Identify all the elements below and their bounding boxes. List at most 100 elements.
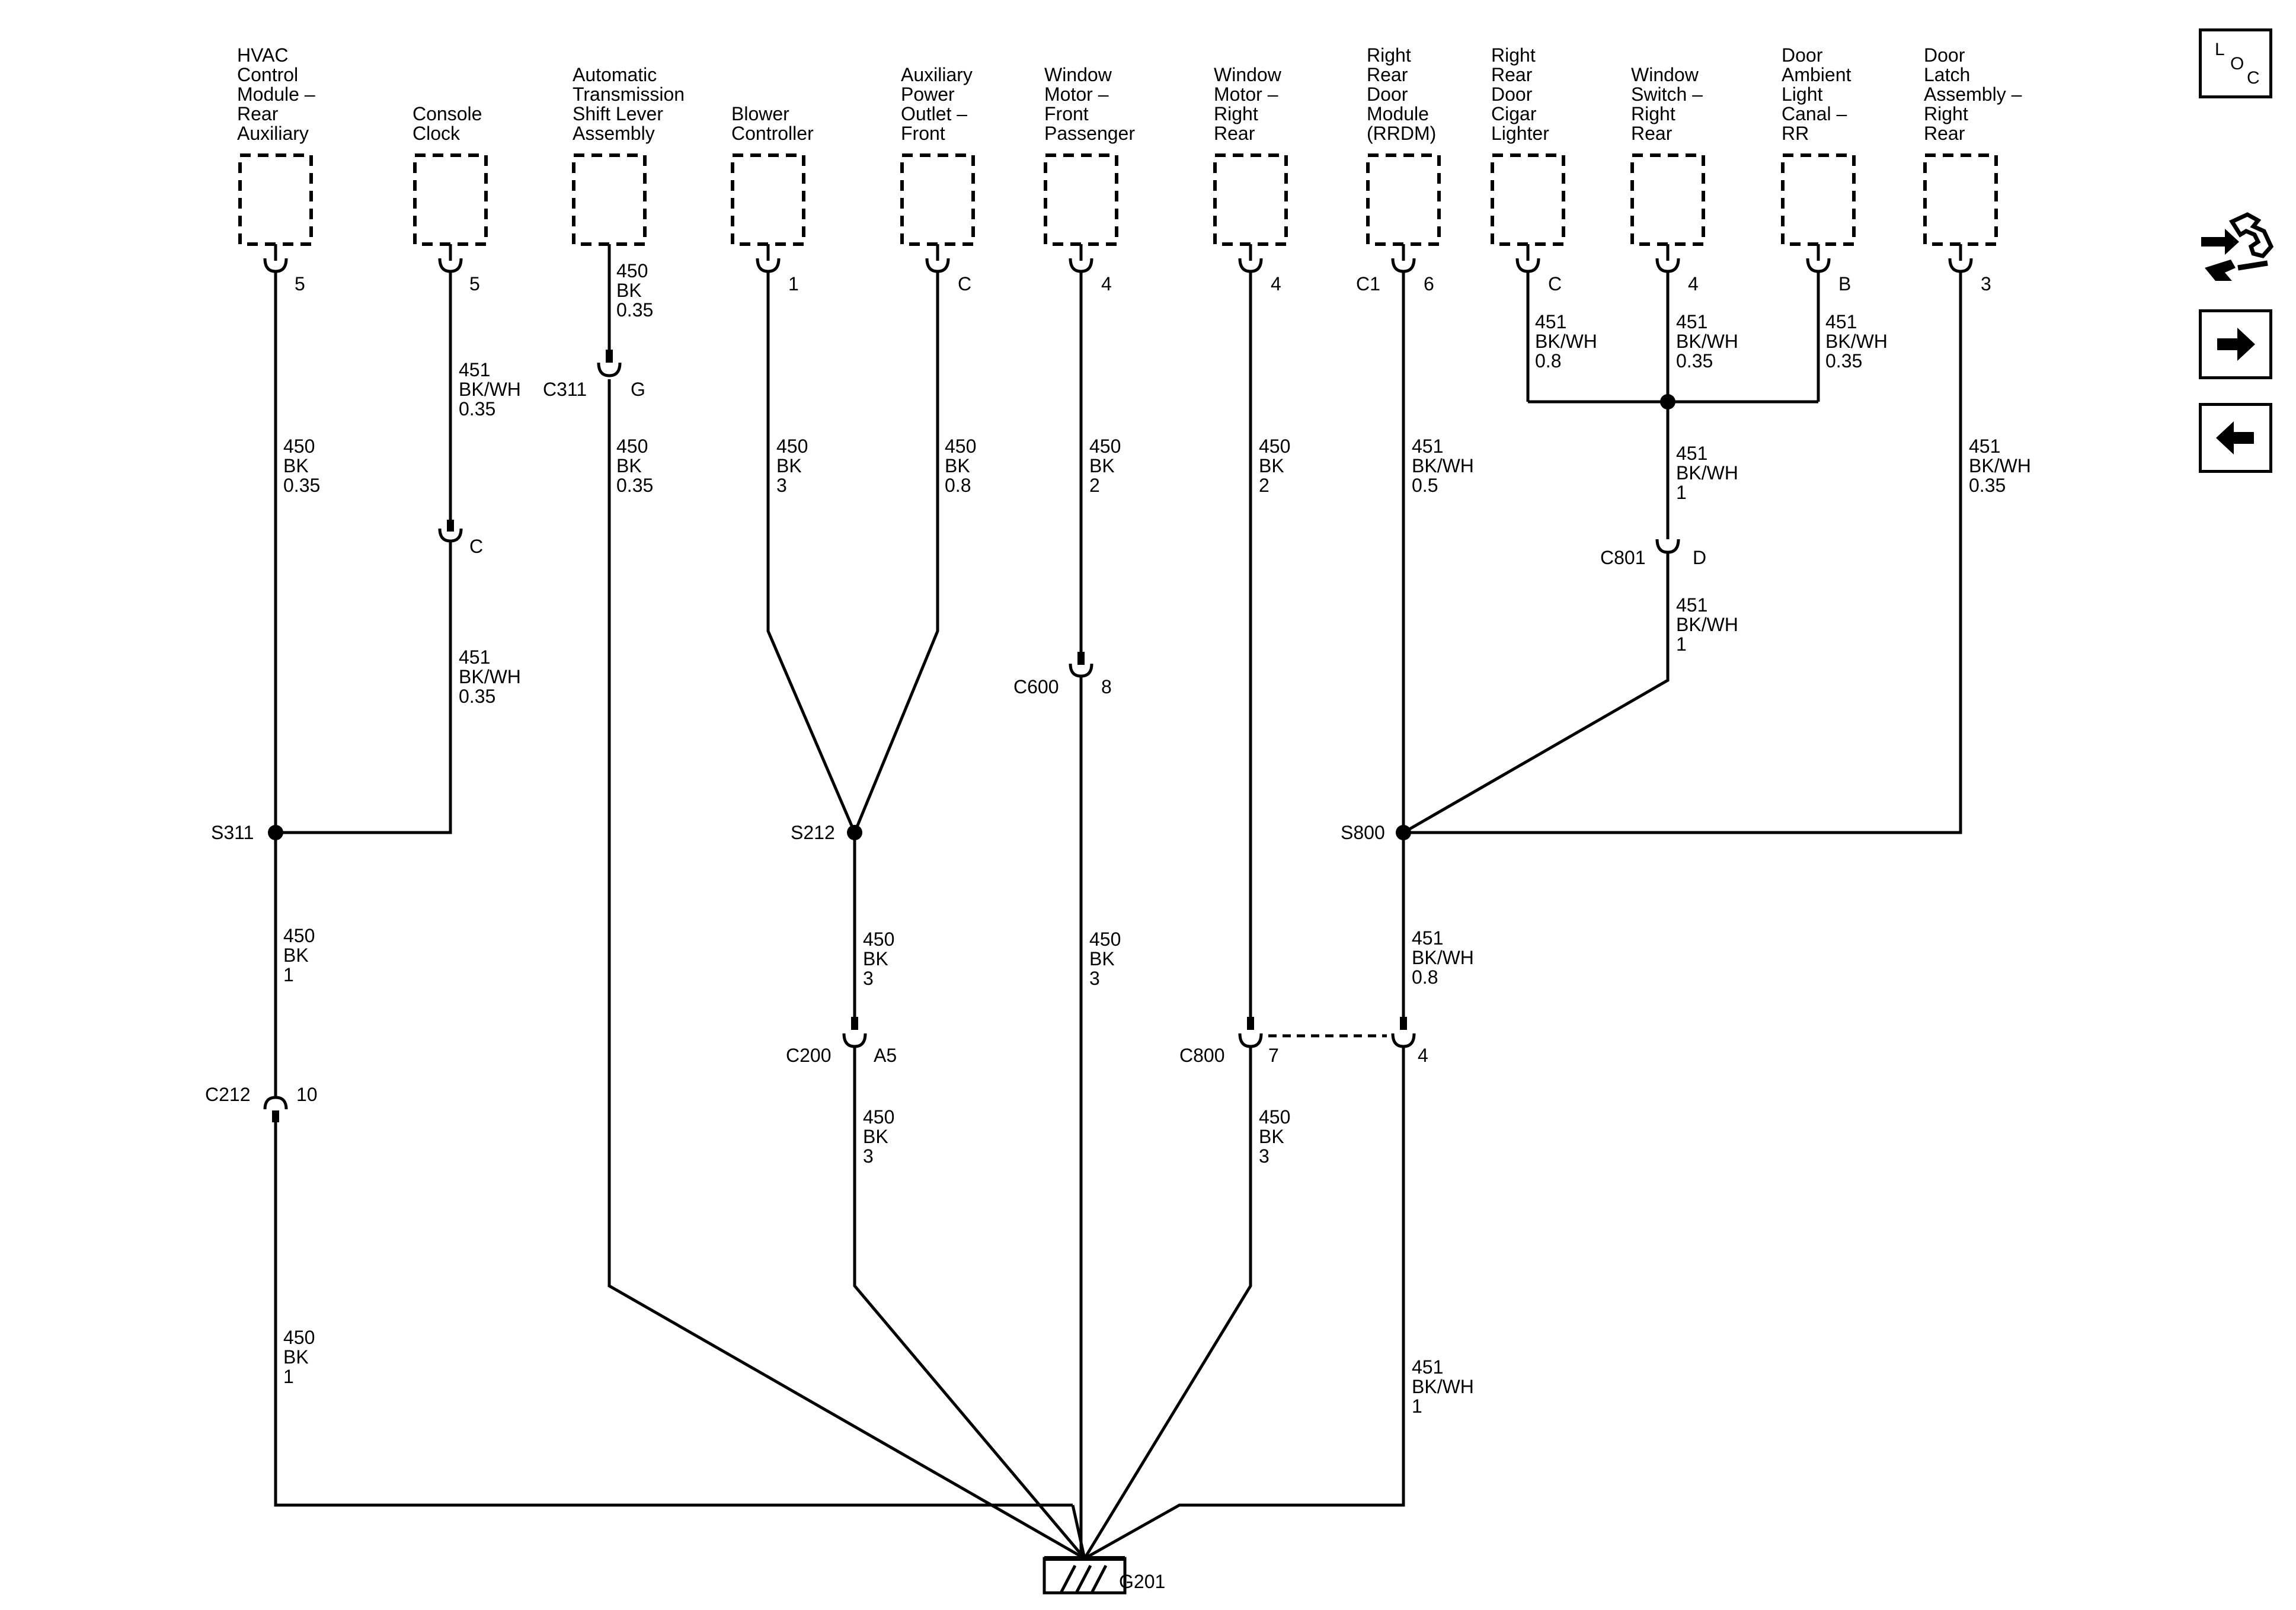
svg-text:C600: C600 — [1013, 676, 1059, 697]
connector-c311: C311 G — [543, 350, 645, 400]
component-boxes — [238, 153, 1998, 246]
svg-text:5: 5 — [295, 273, 305, 295]
next-page-button[interactable] — [2199, 309, 2272, 379]
connector-c800-pin4: 4 — [1391, 1017, 1428, 1066]
splice-s800: S800 — [1341, 822, 1411, 843]
wire-clock-lower — [276, 541, 452, 834]
wire-c800-g201 — [1083, 1048, 1405, 1560]
svg-text:C801: C801 — [1600, 547, 1646, 568]
component-box-cigar-lighter — [1491, 153, 1565, 246]
component-box-hvac — [238, 153, 313, 246]
wires — [274, 261, 1962, 1560]
svg-text:4: 4 — [1688, 273, 1699, 295]
svg-text:1: 1 — [788, 273, 799, 295]
svg-text:G201: G201 — [1119, 1571, 1165, 1592]
connector-c800-pin7: C800 7 — [1179, 1017, 1279, 1066]
pin-window-switch: 4 — [1655, 244, 1699, 295]
component-box-power-outlet — [900, 153, 975, 246]
svg-text:C200: C200 — [786, 1045, 832, 1066]
svg-text:O: O — [2230, 54, 2244, 73]
previous-page-button[interactable] — [2199, 403, 2272, 473]
svg-text:C: C — [1548, 273, 1562, 295]
component-box-blower — [731, 153, 805, 246]
pin-rrdm: C1 6 — [1356, 244, 1434, 295]
component-box-door-latch — [1923, 153, 1998, 246]
wire-blower — [766, 271, 856, 833]
svg-text:8: 8 — [1101, 676, 1112, 697]
svg-text:4: 4 — [1101, 273, 1112, 295]
connector-tools-button[interactable] — [2196, 211, 2276, 284]
arrow-right-icon — [2217, 328, 2255, 361]
svg-text:C: C — [469, 536, 483, 557]
svg-text:5: 5 — [469, 273, 480, 295]
connector-clock-c: C — [438, 520, 483, 557]
component-label-door-ambient-light: Door Ambient Light Canal – RR — [1782, 44, 1856, 144]
svg-text:C311: C311 — [543, 379, 587, 400]
component-label-power-outlet: Auxiliary Power Outlet – Front — [901, 64, 978, 144]
svg-text:C: C — [958, 273, 971, 295]
svg-text:C212: C212 — [205, 1084, 251, 1105]
splice-s212: S212 — [791, 822, 862, 843]
connector-tools-icon — [2201, 212, 2274, 281]
svg-text:G: G — [631, 379, 645, 400]
component-label-window-front-passenger: Window Motor – Front Passenger — [1044, 64, 1135, 144]
component-label-hvac: HVAC Control Module – Rear Auxiliary — [237, 44, 321, 144]
svg-text:7: 7 — [1268, 1045, 1279, 1066]
component-label-transmission: Automatic Transmission Shift Lever Assem… — [573, 64, 690, 144]
svg-text:S311: S311 — [211, 822, 254, 843]
pin-door-ambient-light: B — [1806, 244, 1851, 295]
component-label-window-right-rear: Window Motor – Right Rear — [1214, 64, 1287, 144]
svg-text:S800: S800 — [1341, 822, 1385, 843]
pin-window-front-passenger: 4 — [1069, 244, 1112, 295]
component-label-cigar-lighter: Right Rear Door Cigar Lighter — [1491, 44, 1549, 144]
wire-g201-left-join — [1071, 1505, 1086, 1559]
splices: S311 S212 S800 — [211, 394, 1675, 843]
splice-s311: S311 — [211, 822, 283, 843]
component-box-window-front-passenger — [1044, 153, 1118, 246]
component-labels: HVAC Control Module – Rear Auxiliary Con… — [237, 44, 2027, 144]
pin-blower: 1 — [756, 244, 799, 295]
svg-text:3: 3 — [1981, 273, 1991, 295]
component-box-rrdm — [1366, 153, 1441, 246]
component-label-rrdm: Right Rear Door Module (RRDM) — [1367, 44, 1436, 144]
svg-text:D: D — [1693, 547, 1706, 568]
component-label-blower: Blower Controller — [731, 103, 814, 144]
svg-text:C800: C800 — [1179, 1045, 1225, 1066]
loc-icon: L O C — [2215, 40, 2260, 88]
svg-text:C: C — [2247, 68, 2260, 88]
wire-trans-lower — [607, 379, 1086, 1560]
wire-c801-s800 — [1402, 561, 1670, 834]
pin-hvac: 5 — [263, 244, 305, 295]
svg-text:6: 6 — [1424, 273, 1434, 295]
component-box-door-ambient-light — [1781, 153, 1856, 246]
wire-c200-g201 — [853, 1048, 1086, 1560]
loc-button[interactable]: L O C — [2199, 28, 2272, 98]
svg-text:C1: C1 — [1356, 273, 1380, 295]
svg-text:L: L — [2215, 40, 2225, 59]
svg-text:10: 10 — [296, 1084, 318, 1105]
component-box-window-right-rear — [1213, 153, 1288, 246]
connector-c600: C600 8 — [1013, 652, 1112, 697]
wire-c212-g201 — [274, 1119, 1073, 1507]
connector-c200: C200 A5 — [786, 1017, 897, 1066]
component-label-door-latch: Door Latch Assembly – Right Rear — [1924, 44, 2027, 144]
component-box-transmission — [572, 153, 647, 246]
